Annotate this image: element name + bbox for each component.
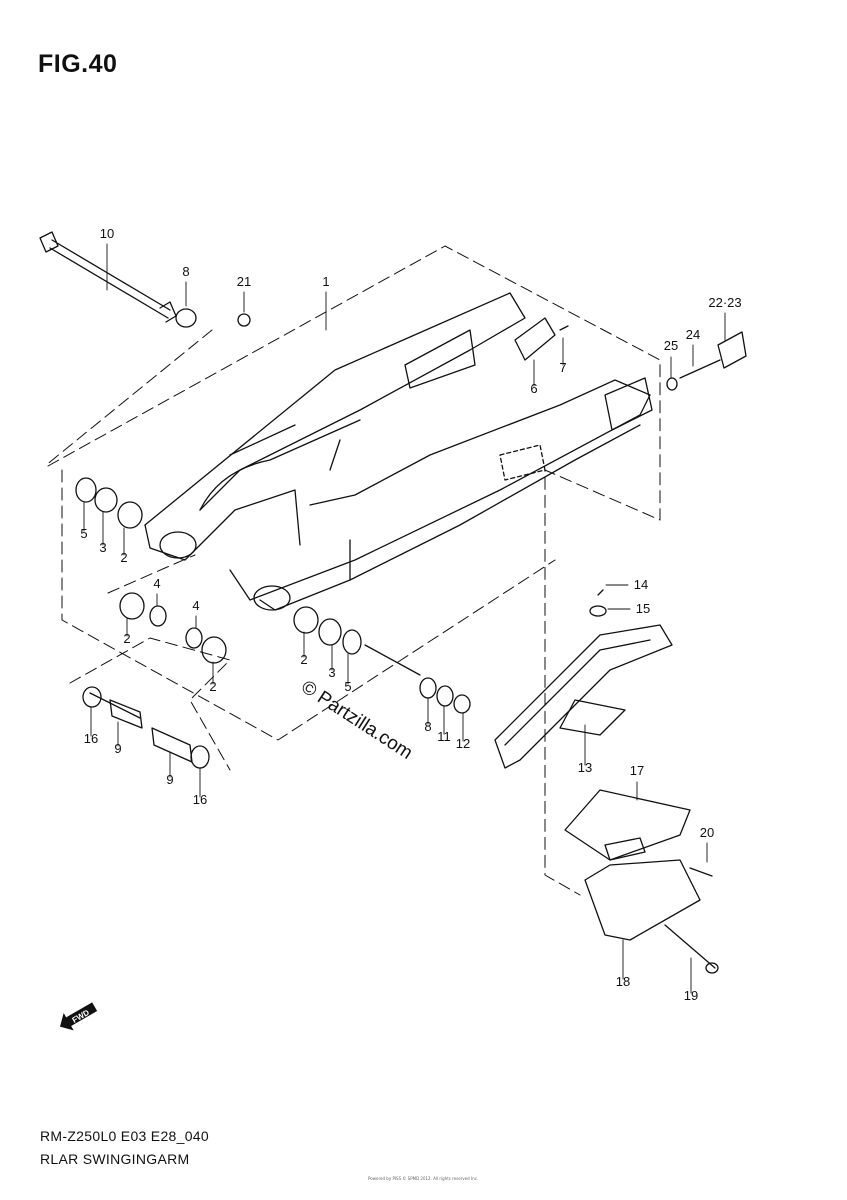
forward-arrow-icon: FWD xyxy=(60,1002,98,1031)
callout-c-4b: 4 xyxy=(192,598,199,613)
callout-c-11: 11 xyxy=(437,729,451,744)
assembly-envelope xyxy=(44,245,661,896)
copyright-notice: Powered by PISS © SPMD 2012. All rights … xyxy=(368,1176,479,1181)
callout-c-2b: 2 xyxy=(123,631,130,646)
callout-c-22-23: 22·23 xyxy=(708,295,741,310)
callout-c-8a: 8 xyxy=(182,264,189,279)
callout-c-3b: 3 xyxy=(328,665,335,680)
screw-7 xyxy=(559,325,569,331)
adjuster-22-23 xyxy=(717,331,747,369)
callout-c-14: 14 xyxy=(634,577,648,592)
nut-25 xyxy=(666,377,678,391)
callout-c-5a: 5 xyxy=(80,526,87,541)
callout-c-20: 20 xyxy=(700,825,714,840)
callout-c-24: 24 xyxy=(686,327,700,342)
axle-bolt xyxy=(39,231,177,323)
callout-c-7: 7 xyxy=(559,360,566,375)
callout-c-15: 15 xyxy=(636,601,650,616)
chain-slider xyxy=(494,589,673,769)
callout-c-2d: 2 xyxy=(300,652,307,667)
callout-c-18: 18 xyxy=(616,974,630,989)
nut-21 xyxy=(237,313,251,327)
callout-c-9b: 9 xyxy=(166,772,173,787)
bolt-24 xyxy=(679,359,721,379)
leader-lines xyxy=(83,243,726,994)
callout-c-4a: 4 xyxy=(153,576,160,591)
model-code: RM-Z250L0 E03 E28_040 xyxy=(40,1128,209,1144)
bearing-stack-right xyxy=(293,606,471,714)
bearing-stack-left xyxy=(75,477,227,769)
washer-8 xyxy=(175,308,197,328)
callout-c-25: 25 xyxy=(664,338,678,353)
callout-c-16b: 16 xyxy=(193,792,207,807)
watermark: © Partzilla.com xyxy=(297,677,416,764)
part-name: RLAR SWINGINGARM xyxy=(40,1151,190,1167)
callout-c-2c: 2 xyxy=(209,679,216,694)
callout-c-1: 1 xyxy=(322,274,329,289)
figure-title: FIG.40 xyxy=(38,50,118,78)
callout-c-2a: 2 xyxy=(120,550,127,565)
swingarm xyxy=(144,292,653,611)
callout-c-9a: 9 xyxy=(114,741,121,756)
callout-c-16a: 16 xyxy=(84,731,98,746)
callout-c-12: 12 xyxy=(456,736,470,751)
callout-c-3a: 3 xyxy=(99,540,106,555)
callout-c-5b: 5 xyxy=(344,679,351,694)
callout-c-8b: 8 xyxy=(424,719,431,734)
callout-c-17: 17 xyxy=(630,763,644,778)
callout-c-10: 10 xyxy=(100,226,114,241)
callout-c-13: 13 xyxy=(578,760,592,775)
adjuster-plate-6 xyxy=(514,317,556,361)
callout-c-21: 21 xyxy=(237,274,251,289)
callout-c-6: 6 xyxy=(530,381,537,396)
chain-guide xyxy=(564,789,719,974)
callout-c-19: 19 xyxy=(684,988,698,1003)
